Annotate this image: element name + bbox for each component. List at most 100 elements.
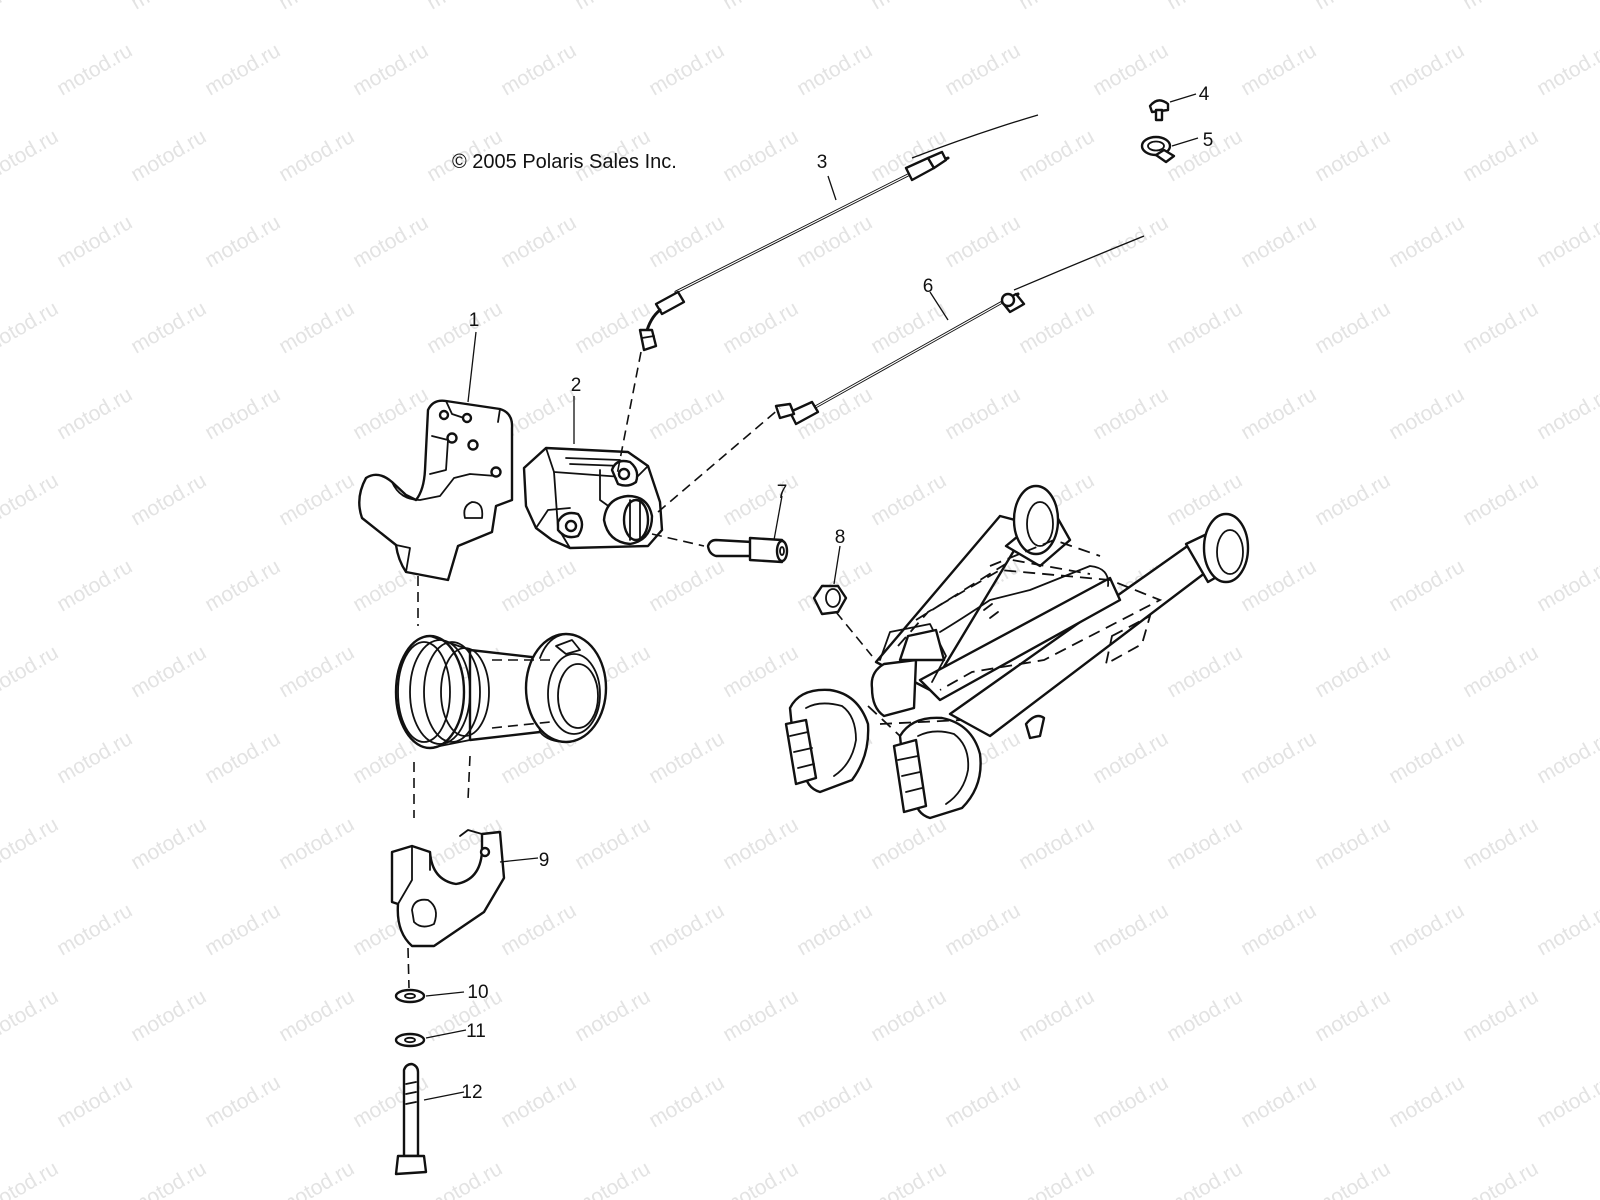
callout-12: 12 [461, 1082, 482, 1103]
watermark-text: motod.ru [1311, 641, 1394, 702]
watermark-text: motod.ru [1163, 641, 1246, 702]
watermark-text: motod.ru [1163, 297, 1246, 358]
watermark-text: motod.ru [719, 813, 802, 874]
watermark-text: motod.ru [1015, 125, 1098, 186]
watermark-text: motod.ru [275, 985, 358, 1046]
watermark-text: motod.ru [275, 1157, 358, 1200]
watermark-text: motod.ru [941, 1071, 1024, 1132]
part-10-washer [394, 988, 426, 1004]
part-11-washer [394, 1032, 426, 1048]
callout-9: 9 [539, 850, 550, 871]
watermark-text: motod.ru [793, 39, 876, 100]
watermark-text: motod.ru [1089, 899, 1172, 960]
watermark-text: motod.ru [127, 297, 210, 358]
callout-11: 11 [466, 1021, 486, 1042]
watermark-text: motod.ru [1089, 727, 1172, 788]
watermark-text: motod.ru [1015, 297, 1098, 358]
watermark-text: motod.ru [645, 555, 728, 616]
watermark-text: motod.ru [1237, 899, 1320, 960]
part-9-bearing-cap [390, 829, 506, 948]
watermark-text: motod.ru [423, 1157, 506, 1200]
watermark-text: motod.ru [1163, 813, 1246, 874]
watermark-text: motod.ru [1385, 555, 1468, 616]
watermark-text: motod.ru [349, 1071, 432, 1132]
watermark-text: motod.ru [1533, 727, 1600, 788]
watermark-text: motod.ru [1459, 0, 1542, 14]
watermark-text: motod.ru [1533, 211, 1600, 272]
watermark-text: motod.ru [1015, 813, 1098, 874]
watermark-text: motod.ru [1533, 383, 1600, 444]
watermark-text: motod.ru [645, 899, 728, 960]
callout-1: 1 [469, 310, 480, 331]
part-4-screw [1148, 99, 1170, 122]
watermark-text: motod.ru [719, 1157, 802, 1200]
watermark-text: motod.ru [275, 641, 358, 702]
copyright-notice: © 2005 Polaris Sales Inc. [452, 151, 677, 173]
watermark-text: motod.ru [941, 899, 1024, 960]
watermark-text: motod.ru [497, 555, 580, 616]
watermark-text: motod.ru [1311, 1157, 1394, 1200]
watermark-text: motod.ru [201, 899, 284, 960]
watermark-text: motod.ru [1385, 727, 1468, 788]
watermark-text: motod.ru [349, 39, 432, 100]
watermark-text: motod.ru [941, 383, 1024, 444]
watermark-text: motod.ru [349, 211, 432, 272]
callout-6: 6 [923, 276, 934, 297]
watermark-text: motod.ru [1311, 985, 1394, 1046]
watermark-text: motod.ru [1237, 727, 1320, 788]
watermark-text: motod.ru [275, 813, 358, 874]
watermark-text: motod.ru [1459, 297, 1542, 358]
watermark-text: motod.ru [867, 813, 950, 874]
watermark-text: motod.ru [1311, 469, 1394, 530]
watermark-text: motod.ru [1237, 1071, 1320, 1132]
watermark-text: motod.ru [423, 0, 506, 14]
watermark-text: motod.ru [1089, 39, 1172, 100]
part-12-bolt [394, 1062, 428, 1176]
watermark-text: motod.ru [127, 1157, 210, 1200]
swing-arm-frame [784, 484, 1250, 820]
watermark-text: motod.ru [1237, 555, 1320, 616]
watermark-text: motod.ru [1163, 1157, 1246, 1200]
callout-2: 2 [571, 375, 582, 396]
callout-labels: 1 2 3 4 5 6 7 8 9 10 11 12 [461, 84, 1213, 1103]
watermark-text: motod.ru [1237, 211, 1320, 272]
watermark-text: motod.ru [867, 0, 950, 14]
watermark-text: motod.ru [1533, 39, 1600, 100]
watermark-text: motod.ru [0, 985, 62, 1046]
watermark-text: motod.ru [1237, 383, 1320, 444]
watermark-text: motod.ru [719, 0, 802, 14]
watermark-text: motod.ru [1533, 555, 1600, 616]
watermark-text: motod.ru [497, 211, 580, 272]
watermark-text: motod.ru [1459, 125, 1542, 186]
watermark-text: motod.ru [53, 555, 136, 616]
watermark-text: motod.ru [719, 125, 802, 186]
callout-leaders [423, 93, 1199, 1101]
watermark-text: motod.ru [1015, 985, 1098, 1046]
watermark-text: motod.ru [1385, 39, 1468, 100]
watermark-text: motod.ru [0, 297, 62, 358]
watermark-text: motod.ru [127, 985, 210, 1046]
watermark-text: motod.ru [1459, 985, 1542, 1046]
watermark-text: motod.ru [1311, 125, 1394, 186]
watermark-text: motod.ru [201, 1071, 284, 1132]
watermark-text: motod.ru [1385, 899, 1468, 960]
watermark-text: motod.ru [1385, 1071, 1468, 1132]
watermark-text: motod.ru [0, 469, 62, 530]
watermark-text: motod.ru [1311, 813, 1394, 874]
watermark-text: motod.ru [645, 383, 728, 444]
watermark-text: motod.ru [1533, 1071, 1600, 1132]
watermark-text: motod.ru [645, 727, 728, 788]
watermark-text: motod.ru [1163, 0, 1246, 14]
watermark-text: motod.ru [127, 0, 210, 14]
watermark-text: motod.ru [867, 1157, 950, 1200]
callout-5: 5 [1203, 130, 1214, 151]
watermark-text: motod.ru [127, 641, 210, 702]
watermark-text: motod.ru [0, 0, 62, 14]
part-8-nut [812, 584, 848, 616]
watermark-text: motod.ru [793, 899, 876, 960]
watermark-text: motod.ru [127, 813, 210, 874]
part-5-cable-clamp [1140, 135, 1176, 164]
callout-10: 10 [467, 982, 488, 1003]
